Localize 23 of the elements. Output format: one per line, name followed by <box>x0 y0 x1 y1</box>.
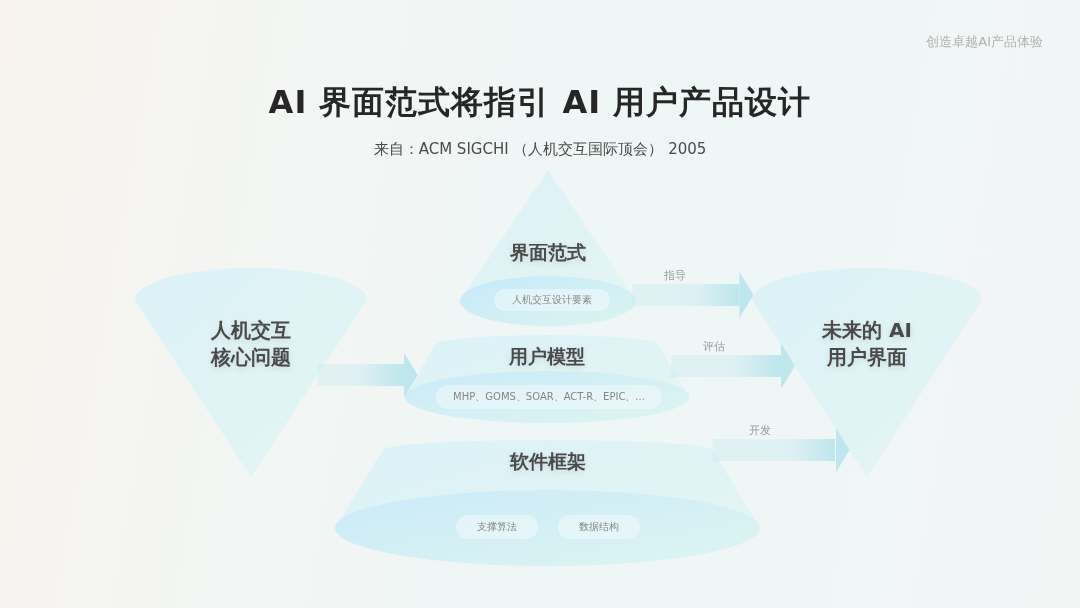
title: AI 界面范式将指引 AI 用户产品设计 <box>268 82 812 123</box>
tag-pill: 支撑算法 <box>456 515 538 539</box>
pyramid-tier <box>460 170 636 326</box>
pyramid-tier <box>335 440 760 566</box>
arrow <box>671 343 795 389</box>
tag-pill: MHP、GOMS、SOAR、ACT-R、EPIC、... <box>436 385 662 409</box>
tag-pill: 数据结构 <box>558 515 640 539</box>
tier-title: 软件框架 <box>509 449 586 474</box>
tag-pill: 人机交互设计要素 <box>494 289 610 311</box>
pyramid-tier <box>405 335 689 423</box>
inverted-cone <box>135 268 367 477</box>
tier-title: 用户模型 <box>509 344 585 369</box>
arrow <box>632 272 754 318</box>
tier-title: 界面范式 <box>510 240 586 265</box>
header-tagline: 创造卓越AI产品体验 <box>926 33 1043 51</box>
arrow <box>712 427 850 473</box>
cone-label: 未来的 AI 用户界面 <box>821 317 913 371</box>
edge-label: 开发 <box>749 422 772 438</box>
arrow <box>317 352 418 398</box>
edge-label: 指导 <box>663 267 686 283</box>
source-note: 来自：ACM SIGCHI （人机交互国际顶会） 2005 <box>373 139 707 160</box>
edge-label: 评估 <box>703 338 726 354</box>
cone-label: 人机交互核心问题 <box>209 317 292 371</box>
